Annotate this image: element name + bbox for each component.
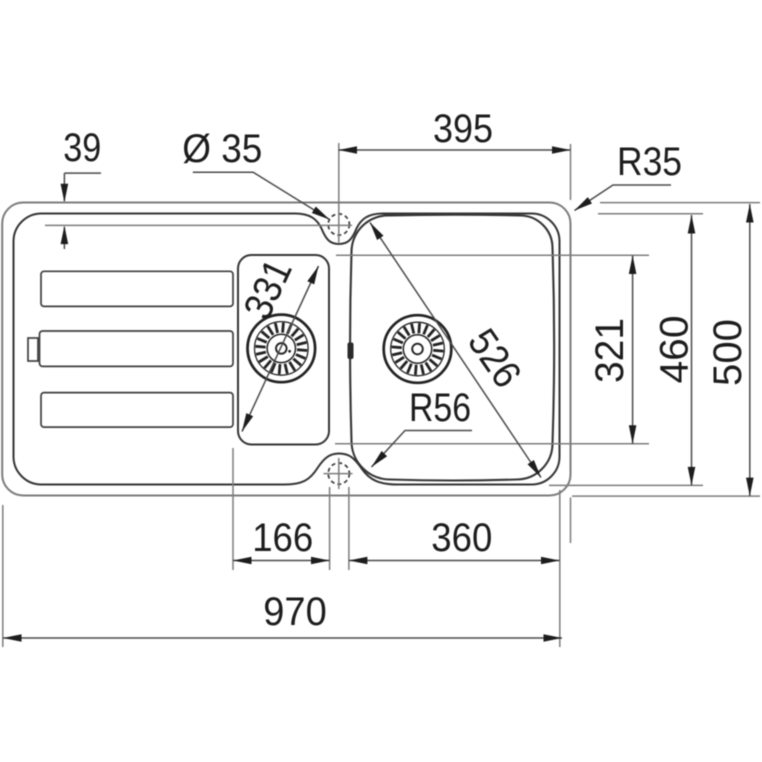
svg-text:395: 395: [433, 107, 493, 151]
svg-text:39: 39: [63, 126, 101, 170]
svg-text:970: 970: [263, 590, 327, 634]
svg-text:R35: R35: [617, 140, 682, 184]
svg-text:R56: R56: [409, 386, 471, 430]
svg-text:460: 460: [653, 316, 697, 384]
svg-text:360: 360: [431, 516, 492, 560]
svg-text:166: 166: [252, 516, 313, 560]
svg-text:500: 500: [706, 319, 750, 386]
svg-text:321: 321: [588, 318, 632, 383]
svg-text:Ø 35: Ø 35: [182, 127, 262, 171]
